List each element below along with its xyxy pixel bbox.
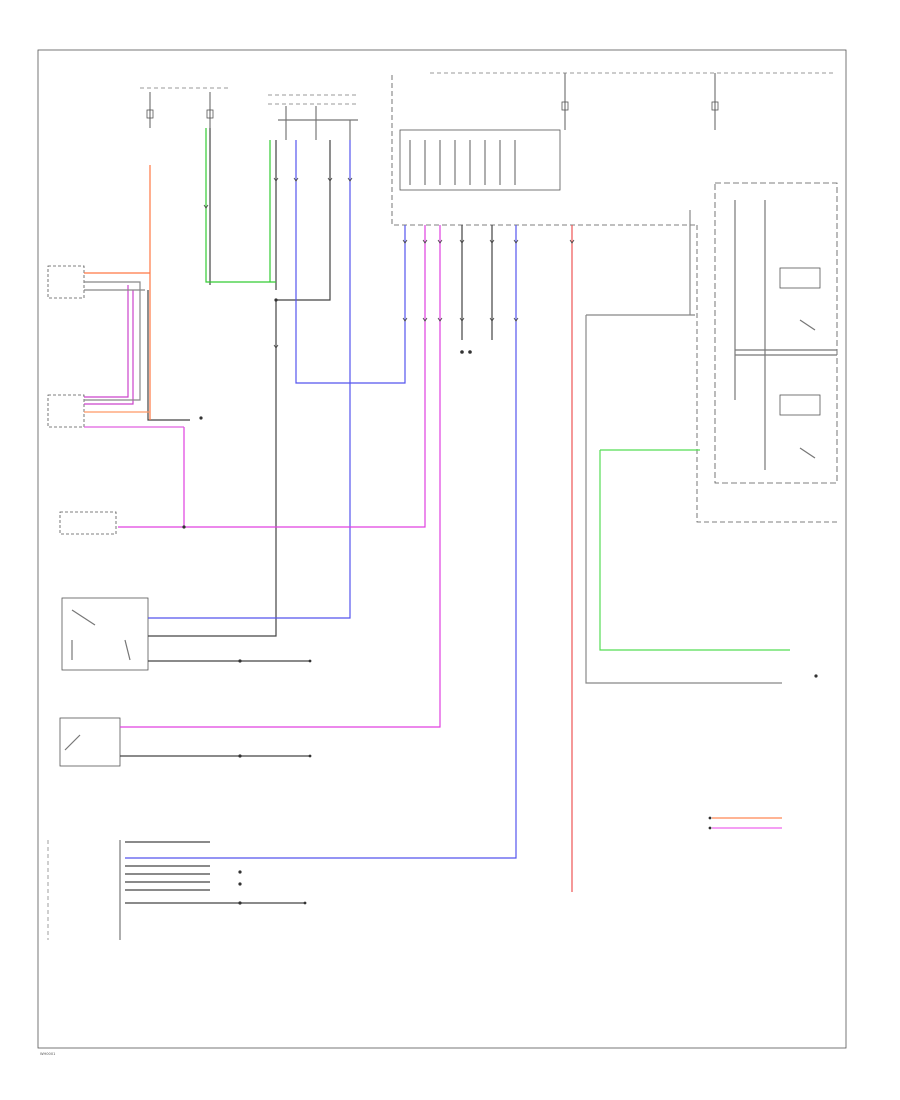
switch-block-lower (59, 717, 121, 767)
fuse-group-center (268, 94, 358, 140)
wires-blue (125, 140, 517, 859)
wires-green (205, 128, 790, 651)
connector-marks (203, 177, 575, 349)
wires-red (84, 165, 782, 892)
right-relay-box (696, 182, 838, 523)
wires-black (120, 128, 782, 904)
footer-code: WH0001 (40, 1052, 55, 1056)
fuse-group-right (561, 73, 719, 130)
bottom-connector-block (47, 840, 121, 940)
central-module (391, 75, 698, 226)
fuse-group-left (140, 87, 230, 128)
switch-block-upper (61, 597, 149, 671)
diagram-frame (37, 49, 847, 1049)
wires-magenta (84, 225, 782, 829)
junction-dots (182, 298, 818, 905)
